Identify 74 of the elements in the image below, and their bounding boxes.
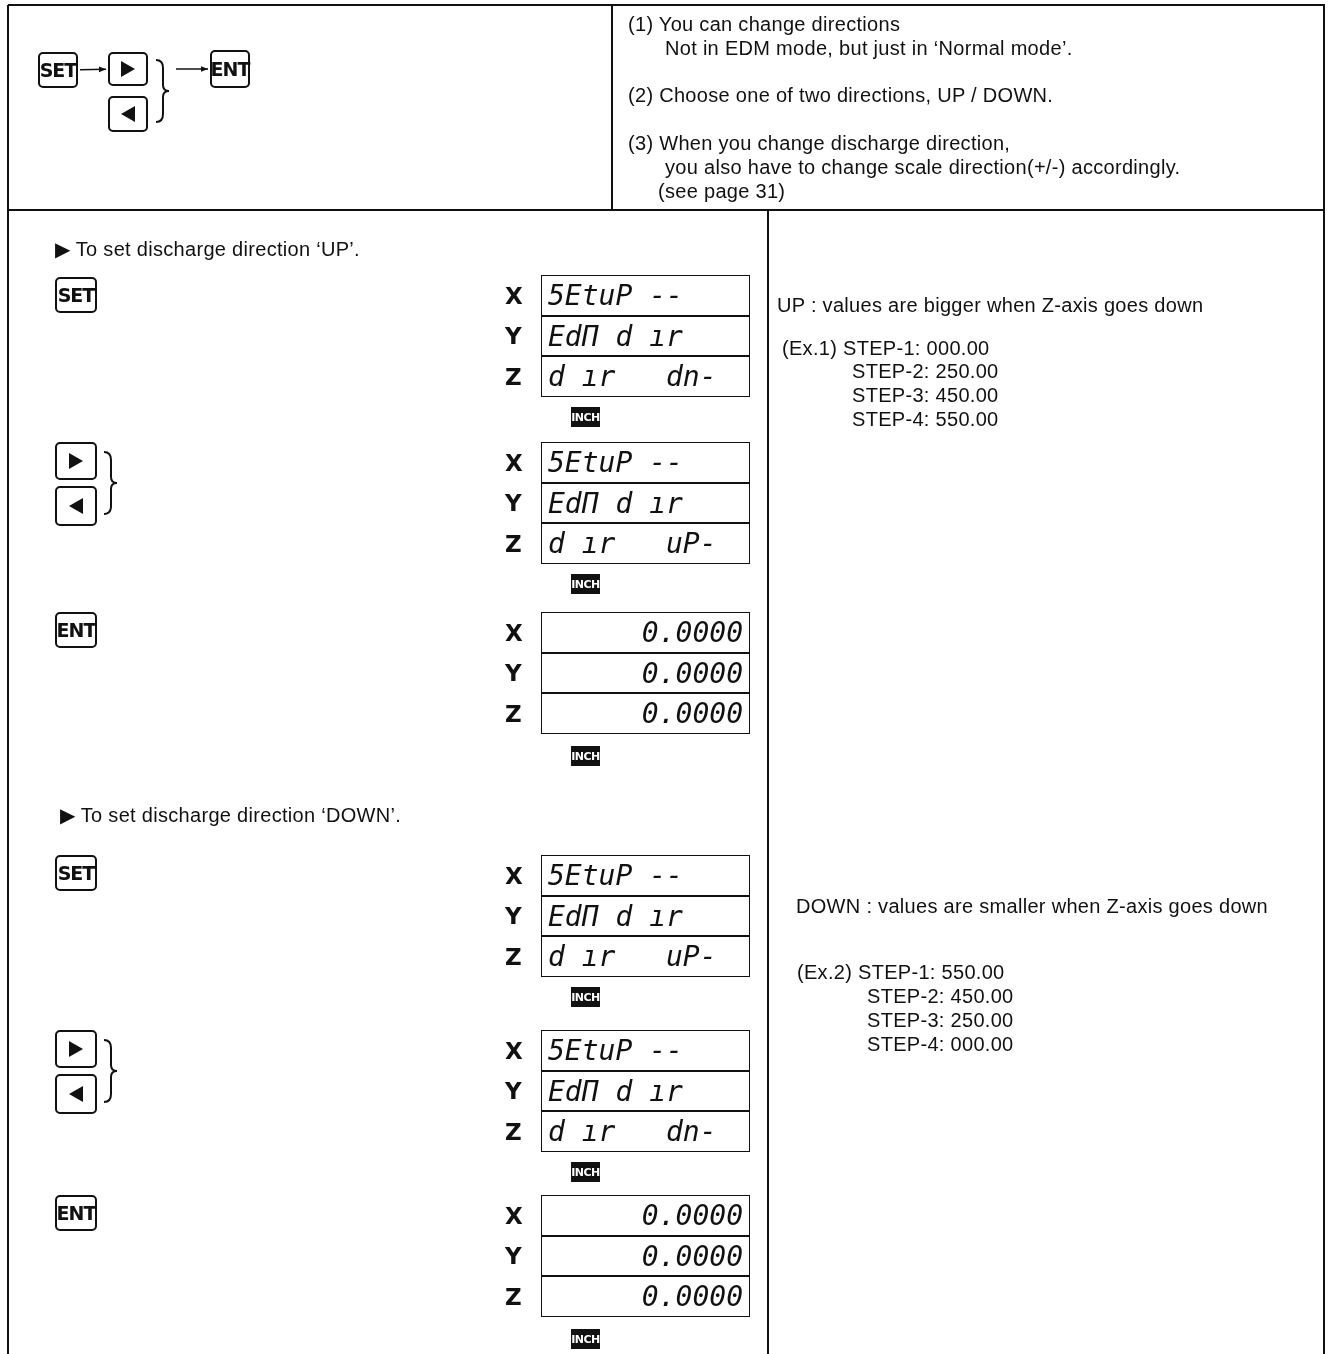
note-text: (2) Choose one of two directions, UP / DOWN. bbox=[628, 84, 1054, 107]
arrow-key bbox=[108, 96, 148, 132]
axis-letter: X bbox=[505, 619, 523, 646]
unit-badge: INCH bbox=[571, 1162, 600, 1182]
key-button: SET bbox=[55, 855, 97, 891]
axis-letter: X bbox=[505, 449, 523, 476]
lcd-display-row: d ır uP- bbox=[541, 936, 750, 977]
axis-letter: X bbox=[505, 1202, 523, 1229]
unit-badge: INCH bbox=[571, 407, 600, 427]
note-text: STEP-4: 000.00 bbox=[867, 1033, 1014, 1056]
lcd-display-row: 5EtuP -- bbox=[541, 275, 750, 316]
lcd-display-row: 0.0000 bbox=[541, 653, 750, 693]
note-text: ▶ To set discharge direction ‘DOWN’. bbox=[60, 803, 402, 827]
arrow-key bbox=[55, 486, 97, 526]
note-text: (1) You can change directions bbox=[628, 13, 901, 36]
axis-letter: Z bbox=[505, 943, 522, 970]
unit-badge: INCH bbox=[571, 987, 600, 1007]
key-button: ENT bbox=[55, 1195, 97, 1231]
axis-letter: Z bbox=[505, 1118, 522, 1145]
axis-letter: Y bbox=[505, 1078, 522, 1104]
lcd-display-row: EdΠ d ır bbox=[541, 316, 750, 356]
lcd-display-row: 5EtuP -- bbox=[541, 442, 750, 483]
lcd-display-row: EdΠ d ır bbox=[541, 896, 750, 936]
key-button: ENT bbox=[210, 50, 250, 88]
lcd-display-row: d ır dn- bbox=[541, 1111, 750, 1152]
lcd-display-row: d ır dn- bbox=[541, 356, 750, 397]
note-text: DOWN : values are smaller when Z-axis goes down bbox=[796, 895, 1269, 918]
axis-letter: X bbox=[505, 862, 523, 889]
axis-letter: Z bbox=[505, 1283, 522, 1310]
unit-badge: INCH bbox=[571, 746, 600, 766]
unit-badge: INCH bbox=[571, 1329, 600, 1349]
unit-badge: INCH bbox=[571, 574, 600, 594]
note-text: STEP-2: 250.00 bbox=[852, 360, 999, 383]
axis-letter: Y bbox=[505, 1243, 522, 1269]
key-button: ENT bbox=[55, 612, 97, 648]
key-button: SET bbox=[55, 277, 97, 313]
axis-letter: Y bbox=[505, 490, 522, 516]
lcd-display-row: 0.0000 bbox=[541, 1276, 750, 1317]
arrow-key bbox=[108, 52, 148, 86]
note-text: STEP-3: 450.00 bbox=[852, 384, 999, 407]
key-button: SET bbox=[38, 52, 78, 88]
axis-letter: Y bbox=[505, 323, 522, 349]
axis-letter: X bbox=[505, 1037, 523, 1064]
lcd-display-row: 5EtuP -- bbox=[541, 855, 750, 896]
arrow-key bbox=[55, 442, 97, 480]
arrow bbox=[175, 66, 209, 72]
axis-letter: Y bbox=[505, 660, 522, 686]
axis-letter: Z bbox=[505, 363, 522, 390]
note-text: (see page 31) bbox=[658, 180, 786, 203]
axis-letter: Y bbox=[505, 903, 522, 929]
arrow-key bbox=[55, 1074, 97, 1114]
lcd-display-row: 5EtuP -- bbox=[541, 1030, 750, 1071]
axis-letter: Z bbox=[505, 530, 522, 557]
lcd-display-row: d ır uP- bbox=[541, 523, 750, 564]
axis-letter: X bbox=[505, 282, 523, 309]
lcd-display-row: EdΠ d ır bbox=[541, 1071, 750, 1111]
arrow-key bbox=[55, 1030, 97, 1068]
note-text: ▶ To set discharge direction ‘UP’. bbox=[55, 237, 360, 261]
lcd-display-row: 0.0000 bbox=[541, 693, 750, 734]
note-text: (Ex.2) STEP-1: 550.00 bbox=[797, 961, 1005, 984]
lcd-display-row: 0.0000 bbox=[541, 1195, 750, 1236]
lcd-display-row: EdΠ d ır bbox=[541, 483, 750, 523]
lcd-display-row: 0.0000 bbox=[541, 1236, 750, 1276]
note-text: STEP-2: 450.00 bbox=[867, 985, 1014, 1008]
lcd-display-row: 0.0000 bbox=[541, 612, 750, 653]
note-text: (Ex.1) STEP-1: 000.00 bbox=[782, 337, 990, 360]
note-text: STEP-3: 250.00 bbox=[867, 1009, 1014, 1032]
arrow bbox=[79, 66, 107, 73]
note-text: (3) When you change discharge direction, bbox=[628, 132, 1011, 155]
note-text: STEP-4: 550.00 bbox=[852, 408, 999, 431]
axis-letter: Z bbox=[505, 700, 522, 727]
note-text: Not in EDM mode, but just in ‘Normal mode’. bbox=[665, 37, 1073, 60]
note-text: you also have to change scale direction(+/-) accordingly. bbox=[665, 156, 1181, 179]
note-text: UP : values are bigger when Z-axis goes down bbox=[777, 294, 1204, 317]
